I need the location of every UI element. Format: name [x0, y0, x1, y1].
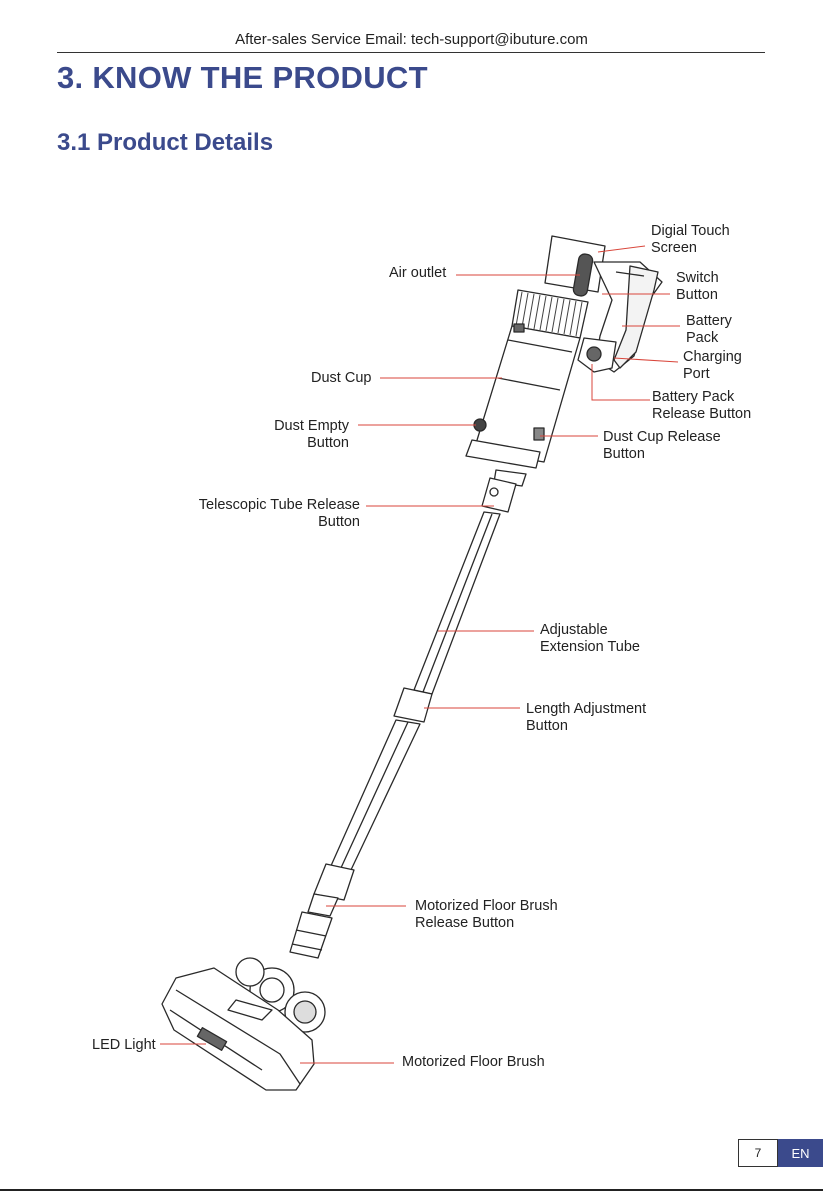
bottom-rule [0, 1189, 823, 1191]
label-motorized-floor-brush: Motorized Floor Brush [402, 1054, 545, 1071]
brush-release [308, 894, 338, 916]
dust-cup [474, 326, 580, 462]
language-badge: EN [778, 1139, 823, 1167]
lower-tube [330, 720, 420, 872]
label-dust-cup: Dust Cup [311, 370, 371, 387]
page-number: 7 [738, 1139, 778, 1167]
length-adjust-collar [394, 688, 432, 722]
label-led-light: LED Light [92, 1037, 156, 1054]
tube-connector [482, 478, 516, 512]
label-air-outlet: Air outlet [389, 265, 446, 282]
